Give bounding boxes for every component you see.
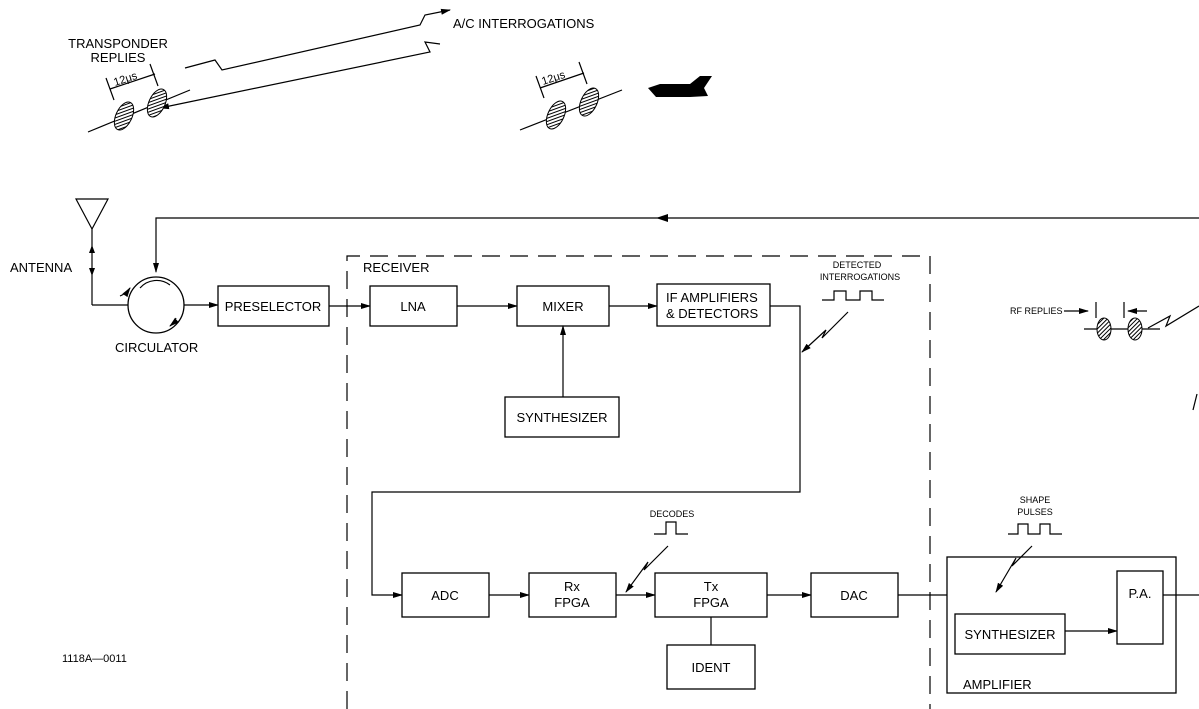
circulator-label: CIRCULATOR (115, 340, 198, 355)
preselector-block: PRESELECTOR (217, 285, 330, 327)
antenna-circulator: ANTENNA CIRCULATOR (10, 198, 1199, 355)
shape-label-line2: PULSES (1017, 507, 1053, 517)
lna-label: LNA (400, 299, 426, 314)
aircraft-icon (648, 76, 712, 97)
adc-block: ADC (401, 572, 490, 618)
ident-block: IDENT (666, 644, 756, 690)
ident-label: IDENT (692, 660, 731, 675)
if-amplifiers-block: IF AMPLIFIERS & DETECTORS (656, 283, 771, 327)
ac-interrogations-label: A/C INTERROGATIONS (453, 16, 595, 31)
transponder-replies-label-line1: TRANSPONDER (68, 36, 168, 51)
interrogation-path (184, 8, 451, 71)
pulse-spacing-left: 12μs (112, 70, 139, 89)
antenna-label: ANTENNA (10, 260, 72, 275)
detected-label-line1: DETECTED (833, 260, 882, 270)
detected-interrogations-annotation: DETECTED INTERROGATIONS (801, 260, 900, 353)
adc-label: ADC (431, 588, 458, 603)
transponder-replies-label-line2: REPLIES (91, 50, 146, 65)
mixer-label: MIXER (542, 299, 583, 314)
synthesizer-rx-label: SYNTHESIZER (516, 410, 607, 425)
pa-label: P.A. (1129, 586, 1152, 601)
rf-replies-annotation: RF REPLIES (1010, 302, 1199, 411)
rx-fpga-label-line1: Rx (564, 579, 580, 594)
top-illustration: TRANSPONDER REPLIES A/C INTERROGATIONS 1… (68, 8, 712, 133)
rx-fpga-block: Rx FPGA (528, 572, 617, 618)
decodes-label: DECODES (650, 509, 695, 519)
tx-fpga-label-line1: Tx (704, 579, 719, 594)
amplifier-label: AMPLIFIER (963, 677, 1032, 692)
antenna-icon (75, 198, 109, 231)
rf-replies-label: RF REPLIES (1010, 306, 1063, 316)
shape-label-line1: SHAPE (1020, 495, 1051, 505)
dac-block: DAC (810, 572, 899, 618)
pulse-spacing-mid: 12μs (540, 69, 567, 88)
tx-fpga-block: Tx FPGA (654, 572, 768, 618)
pa-block: P.A. (1116, 570, 1164, 645)
decodes-pulse-waveform (654, 521, 688, 535)
synthesizer-rx-block: SYNTHESIZER (504, 396, 620, 438)
receiver-section: RECEIVER (346, 255, 931, 709)
tx-fpga-label-line2: FPGA (693, 595, 729, 610)
mixer-block: MIXER (516, 285, 610, 327)
shape-pulse-waveform (1008, 523, 1062, 535)
synthesizer-amp-block: SYNTHESIZER (954, 613, 1066, 655)
rf-pulse-2-icon (1127, 317, 1143, 341)
figure-id: 1118A—0011 (62, 653, 127, 665)
rx-fpga-label-line2: FPGA (554, 595, 590, 610)
if-label-line2: & DETECTORS (666, 306, 759, 321)
rf-pulse-1-icon (1096, 317, 1112, 341)
interrogation-pulse-pair-icon: 12μs (519, 61, 623, 131)
decodes-annotation: DECODES (625, 509, 695, 593)
detected-label-line2: INTERROGATIONS (820, 272, 900, 282)
circulator-icon (127, 276, 185, 334)
detected-pulse-waveform (822, 290, 884, 301)
shape-pulses-annotation: SHAPE PULSES (995, 495, 1062, 593)
synthesizer-amp-label: SYNTHESIZER (964, 627, 1055, 642)
receiver-label: RECEIVER (363, 260, 429, 275)
lna-block: LNA (369, 285, 458, 327)
dac-label: DAC (840, 588, 867, 603)
if-label-line1: IF AMPLIFIERS (666, 290, 758, 305)
preselector-label: PRESELECTOR (225, 299, 322, 314)
reply-pulse-pair-icon: 12μs (87, 63, 191, 133)
reply-path (159, 41, 441, 110)
